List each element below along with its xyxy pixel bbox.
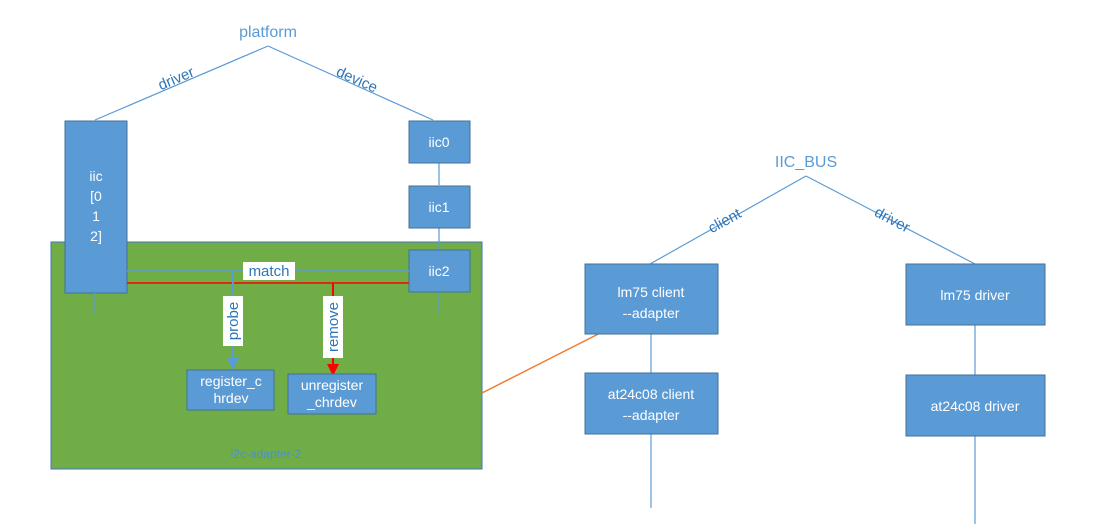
device-box-iic1: iic1 (408, 185, 471, 229)
device-label-iic0: iic0 (428, 134, 449, 150)
register-line-2: hrdev (213, 390, 248, 406)
at24c08-driver-label: at24c08 driver (931, 398, 1020, 414)
remove-label-bg (323, 296, 343, 358)
device-box-iic0: iic0 (408, 120, 471, 164)
iic-driver-line-1: iic (89, 168, 102, 184)
iic-driver-line-4: 2] (90, 228, 102, 244)
iic-driver-box: iic [0 1 2] (64, 120, 128, 294)
bus-driver-edge (805, 175, 976, 265)
platform-device-edge-label: device (334, 63, 381, 96)
at24c08-driver-box: at24c08 driver (905, 374, 1046, 437)
platform-title: platform (239, 24, 297, 41)
platform-driver-edge-label: driver (156, 64, 197, 94)
platform-driver-edge (94, 45, 269, 121)
register-line-1: register_c (200, 373, 261, 389)
unregister-line-1: unregister (301, 377, 364, 393)
lm75-client-box: lm75 client --adapter (584, 263, 719, 335)
i2c-adapter-caption: i2c-adapter-2 (231, 447, 302, 461)
match-label: match (249, 263, 290, 280)
unregister-line-2: _chrdev (306, 394, 357, 410)
bus-client-edge-label: client (705, 205, 745, 237)
lm75-driver-box: lm75 driver (905, 263, 1046, 326)
device-box-iic2: iic2 (408, 249, 471, 293)
device-label-iic1: iic1 (428, 199, 449, 215)
remove-label: remove (325, 302, 342, 352)
bus-client-edge (649, 175, 807, 265)
at24c08-client-box: at24c08 client --adapter (584, 372, 719, 435)
adapter-link-line (481, 322, 621, 394)
lm75-driver-label: lm75 driver (940, 287, 1010, 303)
iic-driver-line-3: 1 (92, 208, 100, 224)
iic-driver-line-2: [0 (90, 188, 102, 204)
match-label-bg (243, 262, 295, 280)
iic-bus-title: IIC_BUS (775, 154, 837, 171)
platform-device-edge (267, 45, 434, 121)
bus-driver-edge-label: driver (872, 204, 913, 237)
lm75-client-line-2: --adapter (623, 305, 680, 321)
device-label-iic2: iic2 (428, 263, 449, 279)
at24c08-client-line-1: at24c08 client (608, 386, 695, 402)
register-chrdev-box: register_c hrdev (186, 369, 275, 411)
probe-label: probe (225, 302, 242, 340)
probe-label-bg (223, 296, 243, 346)
at24c08-client-line-2: --adapter (623, 407, 680, 423)
unregister-chrdev-box: unregister _chrdev (287, 373, 377, 415)
lm75-client-line-1: lm75 client (618, 284, 685, 300)
